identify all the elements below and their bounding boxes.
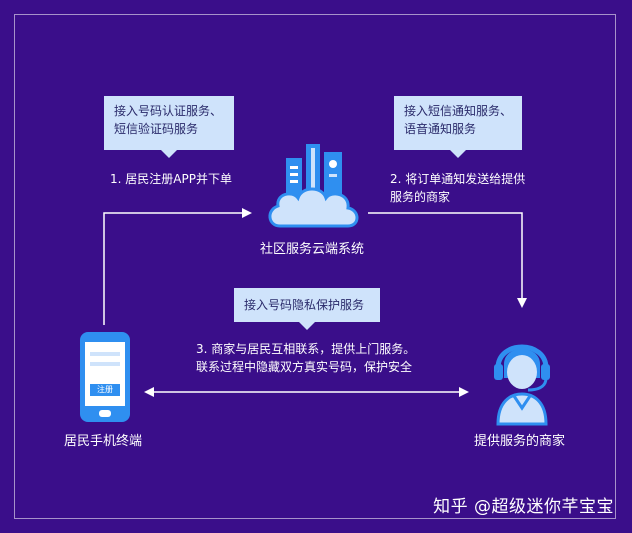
merchant-label: 提供服务的商家 (474, 434, 566, 449)
step-2-label: 2. 将订单通知发送给提供 服务的商家 (390, 172, 526, 204)
cloud-system-label: 社区服务云端系统 (260, 242, 365, 257)
phone-terminal-label: 居民手机终端 (64, 434, 143, 449)
customer-service-agent-icon (494, 344, 550, 426)
mobile-phone-icon: 注册 (80, 332, 130, 422)
phone-input-line-2 (90, 362, 120, 366)
arrow-cloud-to-merchant (368, 212, 527, 308)
cloud-server-icon (268, 144, 359, 228)
watermark: 知乎 @超级迷你芊宝宝 (433, 497, 614, 517)
phone-screen: 注册 (85, 342, 125, 406)
callout-sms-service: 接入短信通知服务、 语音通知服务 (394, 96, 522, 158)
callout-auth-service: 接入号码认证服务、 短信验证码服务 (104, 96, 234, 158)
phone-register-button: 注册 (90, 384, 120, 396)
arrow-phone-to-cloud (103, 208, 252, 325)
step-1-label: 1. 居民注册APP并下单 (110, 172, 232, 186)
callout-privacy-service: 接入号码隐私保护服务 (234, 288, 380, 330)
step-3-label: 3. 商家与居民互相联系，提供上门服务。 联系过程中隐藏双方真实号码，保护安全 (196, 342, 416, 374)
phone-input-line-1 (90, 352, 120, 356)
phone-home-button (99, 410, 111, 417)
diagram-frame (14, 14, 616, 519)
